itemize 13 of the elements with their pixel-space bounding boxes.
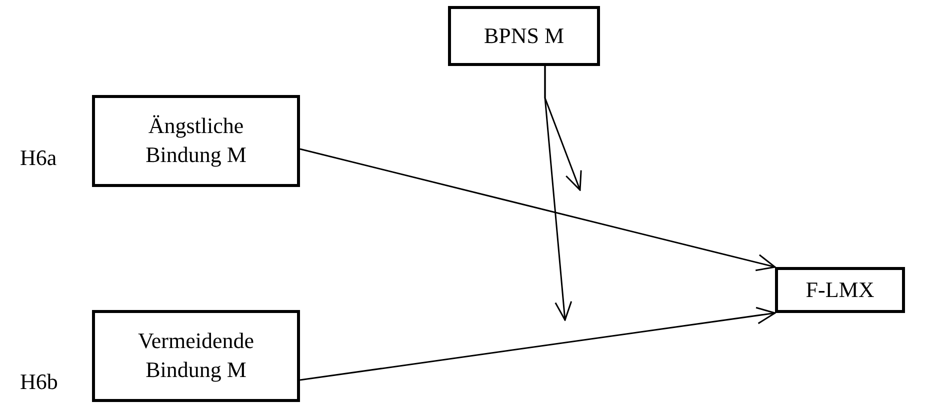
node-label: F-LMX [806, 276, 874, 304]
node-label: Vermeidende Bindung M [136, 327, 256, 384]
node-label: Ängstliche Bindung M [144, 112, 248, 169]
arrow [544, 66, 572, 321]
moderator-box [448, 6, 600, 66]
arrow [300, 148, 776, 272]
hypothesis-label: H6a [20, 145, 57, 171]
construct-box [92, 310, 300, 402]
hypothesis-label: H6b [20, 369, 58, 395]
construct-box [92, 95, 300, 187]
node-label: BPNS M [484, 22, 564, 50]
arrow [300, 306, 776, 381]
outcome-box [775, 267, 905, 313]
